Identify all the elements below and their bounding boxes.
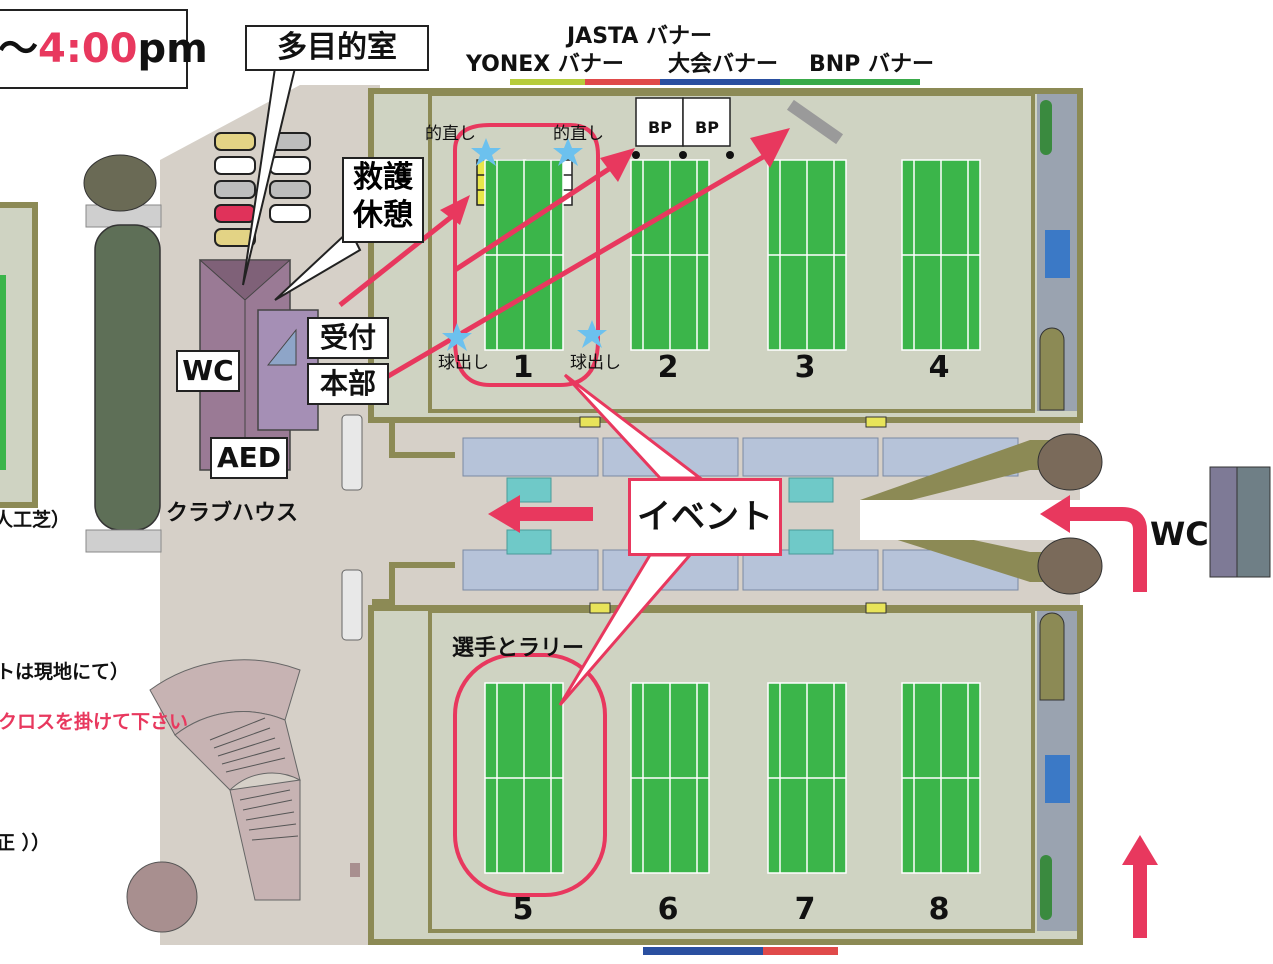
bp-label-2: BP [695, 118, 719, 137]
left-cross-text: クロスを掛けて下さい [0, 711, 189, 733]
first-aid-line2: 休憩 [353, 198, 413, 233]
tree-entrance-top [1037, 433, 1103, 491]
court-8 [901, 682, 981, 874]
bp-label-1: BP [648, 118, 672, 137]
wc-left-label: WC [176, 350, 240, 392]
event-label: イベント [628, 478, 782, 556]
court-1 [484, 159, 564, 351]
door-arch-top [1039, 327, 1065, 411]
green-strip-top [1040, 100, 1052, 155]
court-number-6: 6 [657, 892, 679, 927]
court-number-5: 5 [512, 892, 534, 927]
fence-bottom [85, 529, 162, 553]
teal-tables [506, 477, 834, 555]
banner-jasta-label: JASTA バナー [567, 24, 713, 49]
bp-board-2 [682, 97, 731, 147]
route-arrows [338, 147, 777, 381]
walkway-wall-top [372, 417, 455, 458]
amphitheater [149, 659, 301, 901]
ball-out-label-2: 球出し [570, 353, 621, 373]
small-post [350, 863, 360, 877]
bench-top [341, 414, 363, 491]
court-3 [767, 159, 847, 351]
court-7 [767, 682, 847, 874]
wc-right-label: WC [1150, 515, 1209, 553]
banner-strip-red [585, 79, 660, 85]
hedge [94, 224, 161, 531]
wc-arrow-path [1065, 507, 1147, 592]
court-inner-top [428, 92, 1035, 413]
ball-out-label-1: 球出し [438, 353, 489, 373]
green-strip-bottom [1040, 855, 1052, 920]
court-inner-bottom [428, 609, 1035, 933]
reception-label: 受付 [307, 317, 389, 359]
entry-arrow-shaft [1133, 860, 1147, 938]
banner-strip-blue [660, 79, 780, 85]
court-4 [901, 159, 981, 351]
first-aid-box: 救護 休憩 [342, 157, 424, 243]
court-number-7: 7 [794, 892, 816, 927]
grey-bar [786, 99, 844, 145]
time-prefix: 〜 [0, 26, 38, 72]
blue-marker-top [1045, 230, 1070, 278]
court-number-2: 2 [657, 350, 679, 385]
entrance-gap [860, 500, 1080, 540]
banner-yonex-label: YONEX バナー [466, 52, 624, 77]
first-aid-line1: 救護 [353, 160, 413, 195]
rally-oval-court5 [453, 653, 607, 897]
court-number-8: 8 [928, 892, 950, 927]
banner-tournament-label: 大会バナー [668, 52, 779, 77]
gate-icons [579, 416, 887, 614]
court-6 [630, 682, 710, 874]
banner-strip-green [780, 79, 920, 85]
star-markers [442, 138, 607, 351]
entry-arrow-head [1122, 835, 1158, 865]
left-turf-text: 人工芝） [0, 509, 71, 531]
blue-marker-bottom [1045, 755, 1070, 803]
wc-arrow-head [1040, 495, 1070, 533]
court-2 [630, 159, 710, 351]
round-planter [126, 861, 198, 933]
court-number-4: 4 [928, 350, 950, 385]
time-value: 4:00 [38, 26, 138, 72]
banner-strip-yonex [510, 79, 585, 85]
route-arrowheads [440, 128, 790, 225]
time-suffix: pm [137, 26, 208, 72]
court-number-1: 1 [512, 350, 534, 385]
clubhouse-label: クラブハウス [166, 501, 299, 526]
court-number-3: 3 [794, 350, 816, 385]
entrance-wall-top [860, 440, 1080, 508]
target-label-2: 的直し [553, 124, 604, 144]
door-arch-bottom [1039, 612, 1065, 701]
tree-entrance-bottom [1037, 537, 1103, 595]
banner-strip-bottom-blue [643, 947, 763, 955]
left-building-court [0, 275, 6, 470]
aed-label: AED [210, 437, 288, 479]
bleachers-top [462, 437, 1019, 477]
banner-strip-bottom-red [763, 947, 838, 955]
tree-left [83, 154, 157, 212]
hq-label: 本部 [307, 363, 389, 405]
bench-bottom [341, 569, 363, 641]
multi-purpose-room-label: 多目的室 [245, 25, 429, 71]
rally-label: 選手とラリー [452, 636, 585, 661]
banner-bnp-label: BNP バナー [809, 52, 934, 77]
exit-arrow-left [488, 495, 593, 533]
bp-board-1 [635, 97, 684, 147]
court-5 [484, 682, 564, 874]
target-label-1: 的直し [425, 124, 476, 144]
left-onsite-text: トは現地にて） [0, 661, 130, 683]
walkway-wall-bottom [372, 562, 455, 605]
time-box: 〜4:00pm [0, 9, 208, 89]
left-correction-text: 正 ）） [0, 832, 51, 854]
